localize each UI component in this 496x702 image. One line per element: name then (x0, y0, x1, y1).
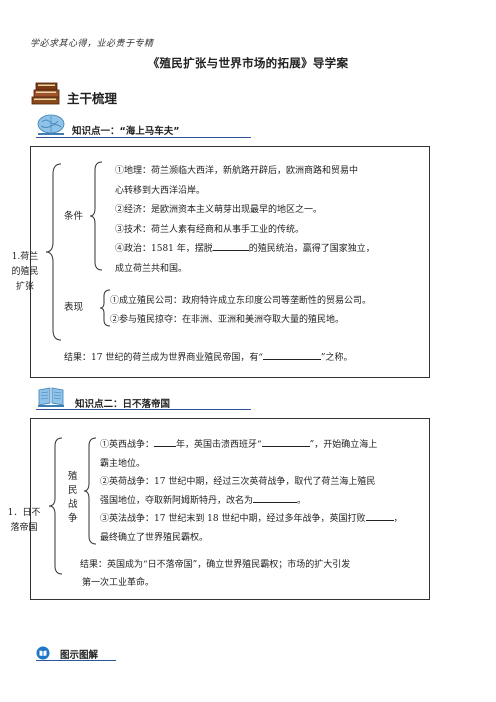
kp2-war-list: ①英西战争：年，英国击溃西班牙“”，开始确立海上 霸主地位。 ②英荷战争：17 … (100, 436, 403, 547)
cond-politics-cont: 成立荷兰共和国。 (115, 263, 188, 274)
kp1-box (30, 146, 430, 378)
cond-economy: ②经济：是欧洲资本主义萌芽出现最早的地区之一。 (115, 205, 323, 215)
kp2-underline (36, 409, 251, 410)
war-anglo-french-cont: 最终确立了世界殖民霸权。 (100, 532, 209, 543)
blank-year[interactable] (154, 437, 177, 447)
blank-nickname[interactable] (262, 350, 321, 360)
kp1-cond-brace (89, 161, 103, 271)
kp2-label: 知识点二：日不落帝国 (75, 399, 171, 410)
perf-company: ①成立殖民公司：政府特许成立东印度公司等垄断性的贸易公司。 (110, 296, 372, 306)
kp1-perf-brace (99, 289, 111, 327)
cond-geography: ①地理：荷兰濒临大西洋，新航路开辟后，欧洲商路和贸易中 (115, 166, 359, 176)
section-title: 主干梳理 (67, 91, 118, 106)
diagram-underline (36, 660, 116, 661)
books-icon (30, 80, 62, 108)
kp1-perf-label: 表现 (64, 302, 84, 313)
cond-technology: ③技术：荷兰人素有经商和从事手工业的传统。 (115, 224, 305, 235)
brain-icon (36, 114, 66, 136)
blank-fleet[interactable] (261, 437, 310, 447)
war-anglo-dutch-cont: 强国地位，夺取新阿姆斯特丹，改名为。 (100, 492, 403, 511)
blank-country[interactable] (212, 241, 249, 251)
kp2-box (30, 418, 430, 600)
kp1-cond-list: ①地理：荷兰濒临大西洋，新航路开辟后，欧洲商路和贸易中 心转移到大西洋沿岸。 ②… (115, 162, 375, 279)
kp2-war-brace (83, 437, 97, 545)
kp1-topic: 1.荷兰 的殖民 扩张 (11, 252, 39, 292)
kp2-topic: 1．日不 落帝国 (7, 508, 41, 533)
kp1-perf-list: ①成立殖民公司：政府特许成立东印度公司等垄断性的贸易公司。 ②参与殖民掠夺：在非… (110, 292, 371, 330)
kp2-main-brace (48, 437, 63, 575)
war-anglo-dutch: ②英荷战争：17 世纪中期，经过三次英荷战争，取代了荷兰海上殖民 (100, 477, 376, 487)
page-motto: 学必求其心得，业必贵于专精 (30, 39, 154, 49)
war-anglo-french: ③英法战争：17 世纪末到 18 世纪中期，经过多年战争，英国打败， (100, 510, 403, 529)
book-stack-icon (36, 384, 66, 408)
kp1-label: 知识点一：“海上马车夫” (72, 126, 180, 137)
war-anglo-spanish: ①英西战争：年，英国击溃西班牙“”，开始确立海上 (100, 436, 403, 455)
blank-new-name[interactable] (253, 493, 298, 503)
kp1-main-brace (45, 163, 62, 341)
kp2-war-label: 殖 民 战 争 (68, 471, 78, 524)
blank-defeated[interactable] (365, 511, 394, 521)
kp1-result: 结果：17 世纪的荷兰成为世界商业殖民帝国，有“”之称。 (64, 350, 353, 365)
kp1-cond-label: 条件 (64, 211, 84, 222)
perf-plunder: ②参与殖民掠夺：在非洲、亚洲和美洲夺取大量的殖民地。 (110, 315, 345, 325)
page-title: 《殖民扩张与世界市场的拓展》导学案 (147, 56, 349, 70)
war-anglo-spanish-cont: 霸主地位。 (100, 458, 146, 469)
diagram-label: 图示图解 (60, 650, 99, 661)
cond-politics: ④政治：1581 年，摆脱的殖民统治，赢得了国家独立， (115, 240, 375, 260)
cond-geography-cont: 心转移到大西洋沿岸。 (115, 185, 206, 196)
book-icon (36, 645, 50, 660)
kp2-result: 结果：英国成为“日不落帝国”，确立世界殖民霸权；市场的扩大引发 第一次工业革命。 (80, 560, 351, 588)
kp1-underline (36, 137, 251, 138)
